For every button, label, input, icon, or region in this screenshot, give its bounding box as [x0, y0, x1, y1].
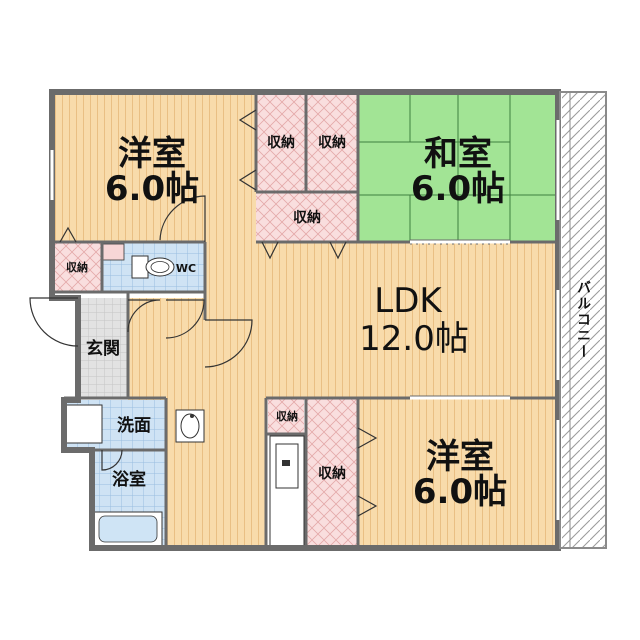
- bathroom-label: 浴室: [112, 469, 146, 490]
- storage-c: [256, 192, 358, 242]
- western-room-bottom-floor: [358, 398, 558, 548]
- window-frames: [49, 120, 561, 520]
- japanese-room-size: 6.0帖: [411, 169, 505, 209]
- entrance-floor: [78, 298, 128, 398]
- western-room-bottom-name: 洋室: [426, 437, 494, 477]
- washing-machine-space: [65, 404, 103, 444]
- washbasin-fixture: [175, 409, 205, 443]
- storage-f-label: 収納: [318, 465, 346, 482]
- western-room-top-floor: [52, 92, 256, 242]
- doors: [29, 109, 510, 517]
- bathtub-fixture: [93, 511, 163, 547]
- storage-e-label: 収納: [276, 409, 298, 423]
- tatami-lines: [358, 92, 558, 242]
- storage-f: [306, 398, 358, 548]
- storage-d-label: 収納: [66, 260, 88, 274]
- ldk-floor: [205, 242, 558, 398]
- kitchen-counter: [269, 435, 305, 547]
- toilet-fixture: [101, 243, 175, 279]
- storage-a-label: 収納: [267, 134, 295, 151]
- washroom-label: 洗面: [117, 415, 151, 436]
- entrance-label: 玄関: [86, 338, 120, 359]
- ldk-name: LDK: [374, 281, 443, 321]
- hall-floor: [128, 298, 206, 400]
- ldk-size: 12.0帖: [359, 319, 469, 359]
- toilet-label: WC: [176, 262, 196, 275]
- storage-b: [306, 92, 358, 192]
- western-room-bottom-size: 6.0帖: [413, 472, 507, 512]
- storage-d: [52, 242, 102, 292]
- western-room-top-size: 6.0帖: [105, 169, 199, 209]
- storage-a: [256, 92, 306, 192]
- japanese-room-name: 和室: [424, 134, 492, 174]
- storage-c-label: 収納: [293, 209, 321, 226]
- western-room-top-name: 洋室: [118, 134, 186, 174]
- balcony-label: バルコニー: [575, 280, 591, 360]
- windows: [50, 120, 560, 520]
- storage-e: [268, 398, 304, 434]
- storage-b-label: 収納: [318, 134, 346, 151]
- balcony-floor: [562, 92, 606, 548]
